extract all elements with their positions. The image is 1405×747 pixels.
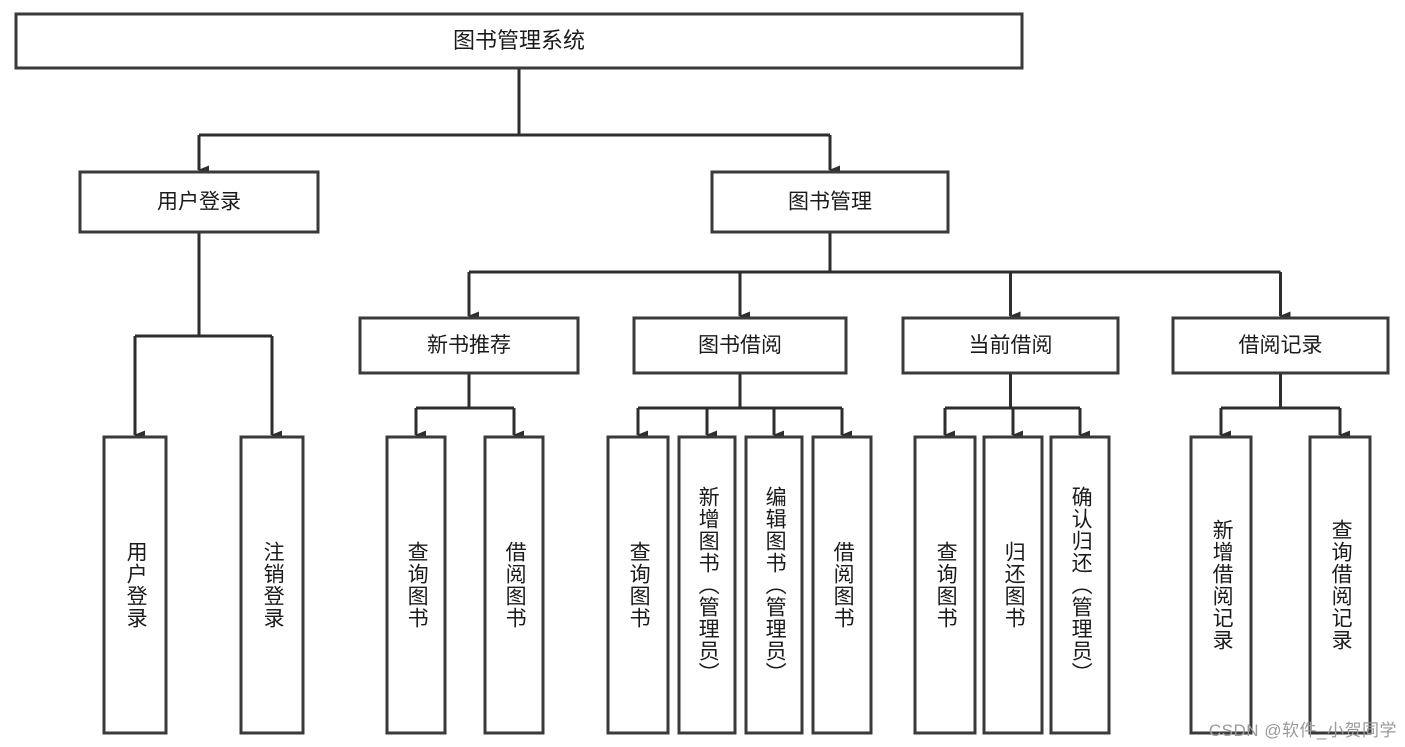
level2-node-box[interactable] bbox=[78, 170, 320, 234]
level3-node-label: 当前借阅 bbox=[969, 334, 1053, 357]
level3-node-box[interactable] bbox=[358, 316, 580, 375]
watermark-text: CSDN @软件_小贺同学 bbox=[1208, 721, 1397, 740]
leaf-node-box[interactable] bbox=[606, 435, 670, 735]
connector-layer bbox=[133, 68, 1350, 440]
level3-node-box[interactable] bbox=[632, 316, 848, 375]
leaf-node-box[interactable] bbox=[1308, 435, 1372, 735]
leaf-node-新增图书管理员[interactable] bbox=[677, 435, 737, 735]
leaf-node-借阅图书[interactable] bbox=[811, 435, 873, 735]
leaf-node-归还图书[interactable] bbox=[982, 435, 1044, 735]
level3-node-label: 借阅记录 bbox=[1239, 334, 1323, 357]
leaf-node-确认归还管理员[interactable] bbox=[1049, 435, 1111, 735]
leaf-node-box[interactable] bbox=[744, 435, 804, 735]
leaf-node-box[interactable] bbox=[483, 435, 545, 735]
leaf-node-box[interactable] bbox=[1189, 435, 1253, 735]
leaf-node-box[interactable] bbox=[811, 435, 873, 735]
root-node-图书管理系统[interactable]: 图书管理系统 bbox=[14, 12, 1024, 70]
root-node-label: 图书管理系统 bbox=[453, 28, 585, 53]
level3-node-box[interactable] bbox=[1171, 316, 1390, 375]
leaf-node-box[interactable] bbox=[1049, 435, 1111, 735]
root-node-box[interactable] bbox=[14, 12, 1024, 70]
leaf-node-box[interactable] bbox=[913, 435, 977, 735]
leaf-node-查询图书[interactable] bbox=[606, 435, 670, 735]
level2-node-用户登录[interactable]: 用户登录 bbox=[78, 170, 320, 234]
leaf-node-查询图书[interactable] bbox=[385, 435, 447, 735]
leaf-node-借阅图书[interactable] bbox=[483, 435, 545, 735]
leaf-node-编辑图书管理员[interactable] bbox=[744, 435, 804, 735]
level2-node-box[interactable] bbox=[710, 170, 950, 234]
leaf-node-box[interactable] bbox=[385, 435, 447, 735]
leaf-node-用户登录[interactable] bbox=[102, 435, 168, 735]
level2-node-label: 图书管理 bbox=[788, 191, 872, 214]
leaf-node-查询图书[interactable] bbox=[913, 435, 977, 735]
level3-node-图书借阅[interactable]: 图书借阅 bbox=[632, 316, 848, 375]
leaf-node-注销登录[interactable] bbox=[239, 435, 305, 735]
leaf-node-新增借阅记录[interactable] bbox=[1189, 435, 1253, 735]
leaf-node-box[interactable] bbox=[982, 435, 1044, 735]
leaf-node-box[interactable] bbox=[239, 435, 305, 735]
leaf-node-查询借阅记录[interactable] bbox=[1308, 435, 1372, 735]
level2-node-label: 用户登录 bbox=[157, 191, 241, 214]
level3-node-box[interactable] bbox=[901, 316, 1120, 375]
leaf-node-box[interactable] bbox=[677, 435, 737, 735]
level2-node-图书管理[interactable]: 图书管理 bbox=[710, 170, 950, 234]
level3-node-当前借阅[interactable]: 当前借阅 bbox=[901, 316, 1120, 375]
level3-node-新书推荐[interactable]: 新书推荐 bbox=[358, 316, 580, 375]
level3-node-label: 图书借阅 bbox=[698, 334, 782, 357]
level3-node-label: 新书推荐 bbox=[427, 334, 511, 357]
level3-node-借阅记录[interactable]: 借阅记录 bbox=[1171, 316, 1390, 375]
leaf-node-box[interactable] bbox=[102, 435, 168, 735]
